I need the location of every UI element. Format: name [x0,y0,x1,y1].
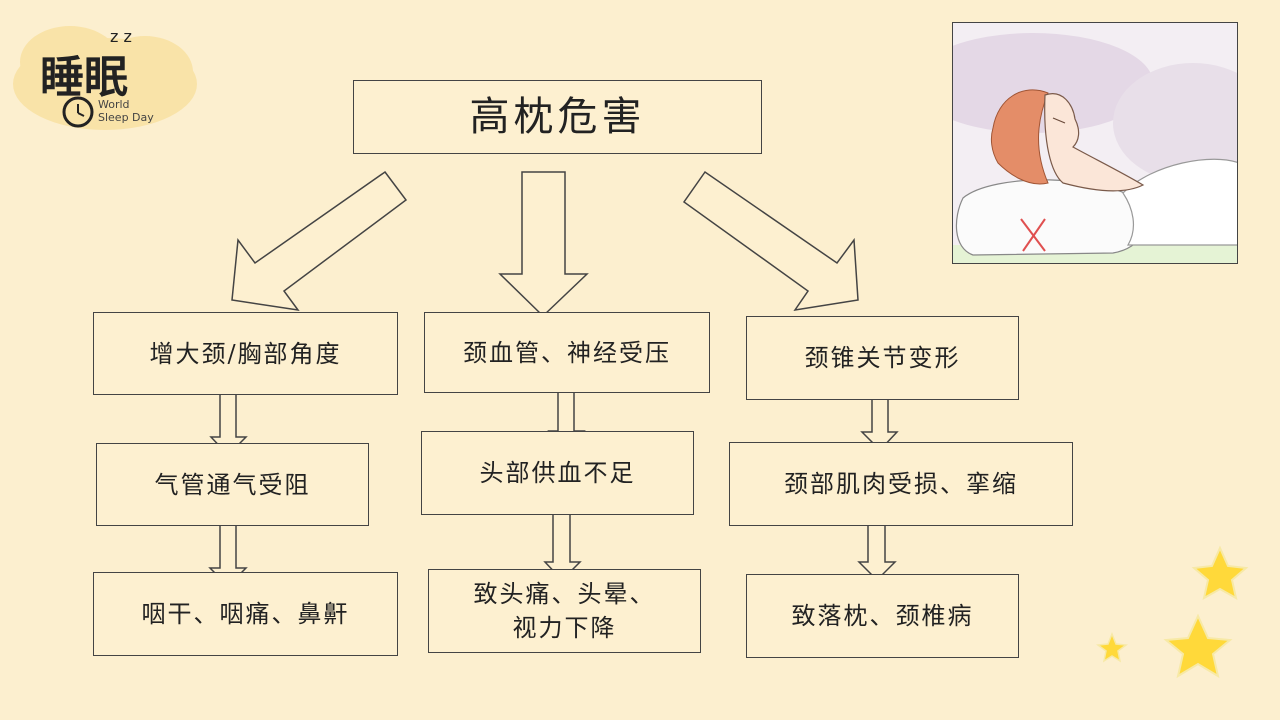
col2-level3-box: 致头痛、头晕、 视力下降 [428,569,701,653]
sleeping-person-image [953,23,1237,263]
col3-level2-box: 颈部肌肉受损、挛缩 [729,442,1073,526]
diagram-title: 高枕危害 [353,80,762,154]
col1-level3-box: 咽干、咽痛、鼻鼾 [93,572,398,656]
arrow-title-to-col3 [682,170,859,312]
col1-level1-box: 增大颈/胸部角度 [93,312,398,395]
arrow-title-to-col1 [231,170,408,312]
star-icon [1163,613,1233,679]
logo-zzz: z z [110,27,132,46]
col1-level2-box: 气管通气受阻 [96,443,369,526]
col2-level3-line2: 视力下降 [512,614,617,642]
col3-level1-box: 颈锥关节变形 [746,316,1019,400]
decorative-stars [1090,540,1260,710]
high-pillow-illustration [952,22,1238,264]
col2-level1-box: 颈血管、神经受压 [424,312,710,393]
logo-text-line1: World [98,98,130,111]
star-icon [1096,631,1128,663]
star-icon [1191,545,1249,600]
world-sleep-day-logo: 睡眠 z z World Sleep Day [10,22,200,132]
col2-level3-line1: 致头痛、头晕、 [473,580,656,608]
logo-text-line2: Sleep Day [98,111,154,124]
logo-cloud-icon: 睡眠 z z World Sleep Day [13,26,197,130]
arrow-title-to-col2 [498,171,589,318]
col3-level3-box: 致落枕、颈椎病 [746,574,1019,658]
col2-level2-box: 头部供血不足 [421,431,694,515]
logo-chars: 睡眠 [40,52,128,103]
